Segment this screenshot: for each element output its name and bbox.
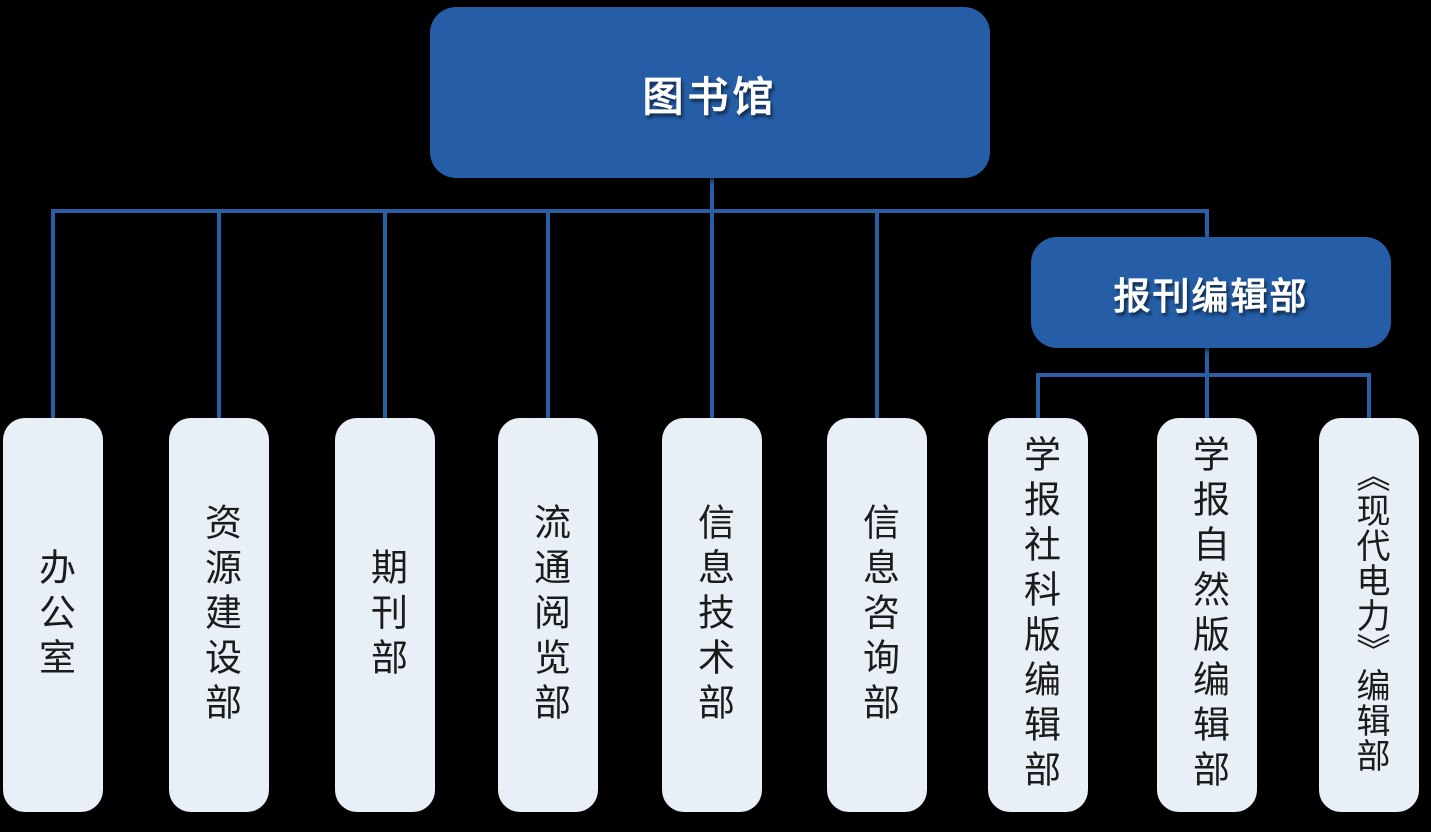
connector-drop-4: [546, 209, 550, 418]
org-leaf-resource-construction: 资源建设部: [169, 418, 269, 812]
org-leaf-office: 办公室: [3, 418, 103, 812]
connector-sub-horizontal: [1036, 373, 1371, 377]
org-leaf-information-consulting-label: 信息咨询部: [856, 502, 898, 728]
org-leaf-journal-social-science-label: 学报社科版编辑部: [1017, 435, 1059, 795]
connector-mid-stub: [1205, 348, 1209, 377]
connector-root-stub: [710, 178, 714, 213]
org-leaf-journal-natural-science: 学报自然版编辑部: [1157, 418, 1257, 812]
org-leaf-periodicals-label: 期刊部: [364, 547, 406, 683]
org-node-library: 图书馆: [430, 7, 990, 178]
org-leaf-journal-social-science: 学报社科版编辑部: [988, 418, 1088, 812]
org-leaf-resource-construction-label: 资源建设部: [198, 502, 240, 728]
connector-main-horizontal: [51, 209, 1209, 213]
connector-drop-8: [1205, 373, 1209, 418]
org-node-press-editorial-label: 报刊编辑部: [1113, 275, 1309, 317]
connector-drop-2: [217, 209, 221, 418]
connector-drop-6: [875, 209, 879, 418]
org-leaf-periodicals: 期刊部: [335, 418, 435, 812]
connector-drop-3: [383, 209, 387, 418]
org-node-press-editorial: 报刊编辑部: [1031, 237, 1391, 348]
org-leaf-journal-natural-science-label: 学报自然版编辑部: [1186, 435, 1228, 795]
org-leaf-modern-electric-power-label: 《现代电力》编辑部: [1351, 457, 1388, 773]
org-node-library-label: 图书馆: [642, 73, 778, 120]
org-leaf-information-technology-label: 信息技术部: [691, 502, 733, 728]
org-leaf-information-technology: 信息技术部: [662, 418, 762, 812]
org-leaf-office-label: 办公室: [32, 547, 74, 683]
connector-drop-5: [710, 209, 714, 418]
connector-drop-1: [51, 209, 55, 418]
org-leaf-circulation-reading: 流通阅览部: [498, 418, 598, 812]
connector-drop-7: [1036, 373, 1040, 418]
connector-drop-mid: [1205, 209, 1209, 239]
connector-drop-9: [1367, 373, 1371, 418]
org-leaf-modern-electric-power: 《现代电力》编辑部: [1319, 418, 1419, 812]
org-leaf-circulation-reading-label: 流通阅览部: [527, 502, 569, 728]
org-leaf-information-consulting: 信息咨询部: [827, 418, 927, 812]
